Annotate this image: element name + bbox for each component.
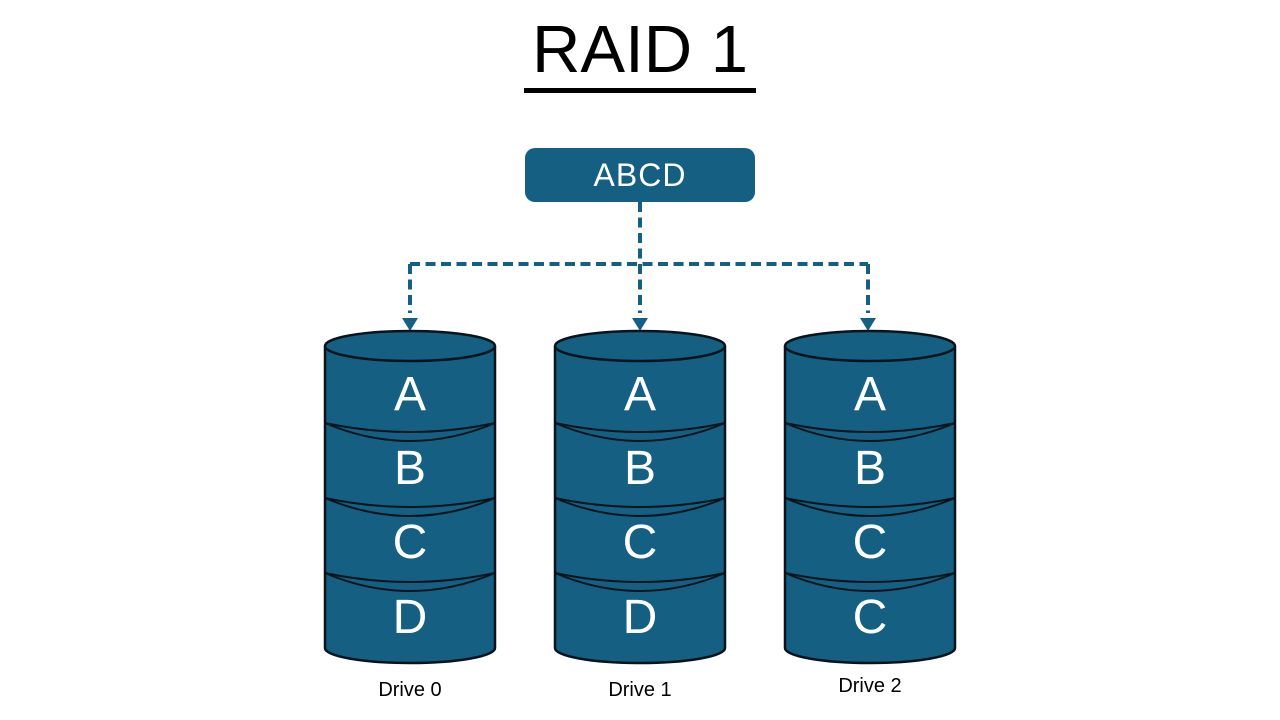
drive-label: Drive 1: [608, 679, 671, 701]
cylinder-top: [783, 329, 957, 363]
page-title: RAID 1: [524, 15, 756, 94]
block-label: A: [394, 368, 426, 421]
source-data-block: ABCD: [525, 148, 755, 202]
arrow-down-icon: [860, 318, 876, 331]
cylinder-divider: [554, 572, 726, 592]
cylinder-divider: [784, 572, 956, 583]
cylinder-divider: [784, 497, 956, 517]
cylinder-divider: [324, 422, 496, 442]
cylinder-divider: [324, 497, 496, 517]
drive-cylinder-2: A B C C Drive 2: [783, 329, 957, 697]
arrow-down-icon: [402, 318, 418, 331]
drive-cylinder-0: A B C D Drive 0: [323, 329, 497, 701]
cylinder-divider: [324, 422, 496, 433]
block-label: A: [624, 368, 656, 421]
cylinder-divider: [324, 497, 496, 508]
cylinder-body: [783, 346, 957, 665]
arrow-down-icon: [632, 318, 648, 331]
block-label: C: [393, 516, 428, 569]
drive-label: Drive 0: [378, 679, 441, 701]
cylinder-divider: [784, 572, 956, 592]
dashed-connectors: [402, 202, 876, 331]
cylinder-divider: [554, 572, 726, 583]
block-label: B: [854, 442, 886, 495]
cylinder-divider: [784, 497, 956, 508]
cylinder-divider: [324, 572, 496, 583]
source-data-block-label: ABCD: [593, 156, 687, 193]
title-container: RAID 1: [0, 15, 1280, 94]
cylinder-top: [323, 329, 497, 363]
cylinder-divider: [784, 422, 956, 442]
block-label: C: [853, 591, 888, 644]
drive-cylinder-1: A B C D Drive 1: [553, 329, 727, 701]
cylinder-divider: [784, 422, 956, 433]
cylinder-divider: [554, 422, 726, 442]
block-label: B: [624, 442, 656, 495]
cylinder-body: [323, 346, 497, 665]
block-label: B: [394, 442, 426, 495]
block-label: C: [623, 516, 658, 569]
drive-label: Drive 2: [838, 675, 901, 697]
cylinder-divider: [554, 497, 726, 517]
cylinder-divider: [554, 497, 726, 508]
block-label: A: [854, 368, 886, 421]
block-label: D: [393, 591, 428, 644]
cylinder-divider: [554, 422, 726, 433]
cylinder-top: [553, 329, 727, 363]
block-label: D: [623, 591, 658, 644]
block-label: C: [853, 516, 888, 569]
cylinder-divider: [324, 572, 496, 592]
cylinder-body: [553, 346, 727, 665]
